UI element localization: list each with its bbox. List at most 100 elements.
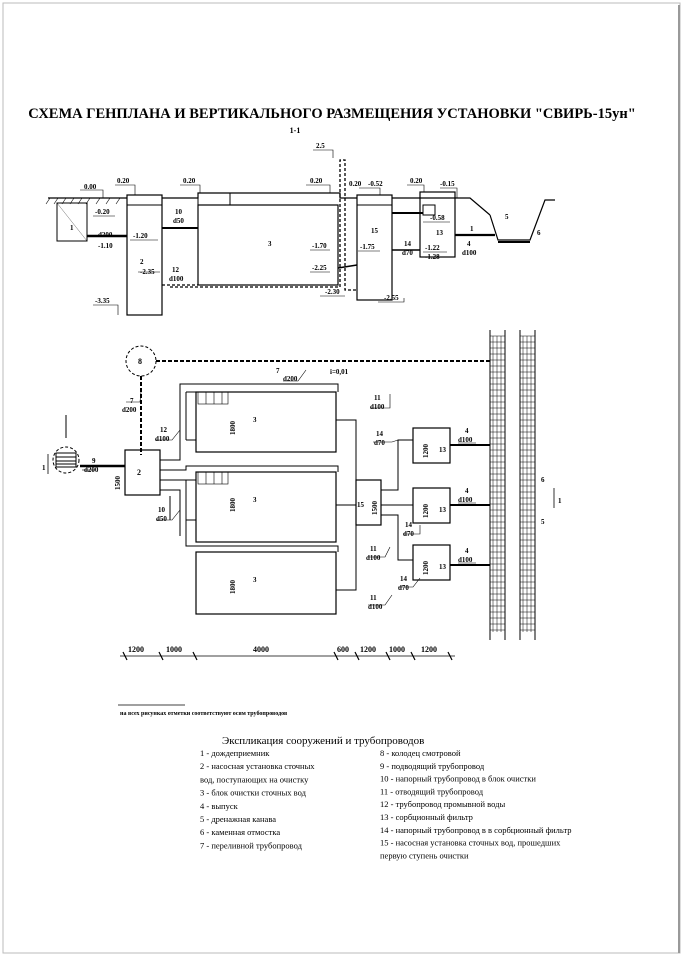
elev-label: -0.58 [430,214,445,222]
section-label: 1-1 [290,126,301,135]
size-label: 1200 [422,561,430,576]
elev-label: 0.20 [310,177,323,185]
pipe-size-label: d50 [156,515,167,523]
item-number: 5 [505,213,509,221]
elev-label: -2.55 [384,294,399,302]
legend-item: 11 - отводящий трубопровод [380,786,484,796]
pipe-size-label: d100 [458,496,473,504]
item-number: 4 [465,487,469,495]
elev-label: -2.35 [140,268,155,276]
item-number: 14 [404,240,412,248]
legend-item: 10 - напорный трубопровод в блок очистки [380,774,536,784]
item-number: 4 [465,427,469,435]
item-number: 4 [465,547,469,555]
item-number: 15 [357,501,365,509]
legend-item: вод, поступающих на очистку [200,774,309,784]
dimension-label: 4000 [253,645,269,654]
legend-item: 15 - насосная установка сточных вод, про… [380,838,561,848]
elev-label: -1.70 [312,242,327,250]
elev-label: 0.20 [349,180,362,188]
elev-label: 2.5 [316,142,325,150]
item-number: 13 [439,446,447,454]
pipe-size-label: d70 [403,530,414,538]
footnote: на всех рисунках отметки соответствуют о… [120,710,288,717]
size-label: 1500 [371,501,379,516]
item-number: 15 [371,227,379,235]
dimension-label: 1000 [389,645,405,654]
dimension-label: 1200 [128,645,144,654]
legend-item: 2 - насосная установка сточных [200,761,315,771]
elev-label: -0.52 [368,180,383,188]
item-number: 5 [541,518,545,526]
item-number: 13 [439,506,447,514]
size-label: 1800 [229,421,237,436]
legend-item: 4 - выпуск [200,801,239,811]
pipe-size-label: d200 [98,231,113,239]
dimension-values: 1200 1000 4000 600 1200 1000 1200 [128,645,437,654]
plan-view [47,330,555,640]
legend-item: 9 - подводящий трубопровод [380,761,485,771]
pipe-size-label: d70 [398,584,409,592]
item-number: 3 [253,416,257,424]
section-mark: 1 [42,464,46,472]
elev-label: 0.20 [117,177,130,185]
item-number: 9 [92,457,96,465]
dimension-label: 1200 [360,645,376,654]
item-number: 12 [160,426,168,434]
item-number: 6 [537,229,541,237]
stone-pavement-hatch [490,335,535,632]
item-number: 2 [140,258,144,266]
section-elevations: 0.00 0.20 0.20 0.20 2.5 0.20 -0.52 0.20 … [70,142,541,305]
item-number: 14 [405,521,413,529]
item-number: 14 [400,575,408,583]
elev-label: 0.20 [410,177,423,185]
pipe-size-label: d100 [370,403,385,411]
elev-label: -1.75 [360,243,375,251]
item-number: 1 [470,225,474,233]
pipe-size-label: d100 [458,436,473,444]
pipe-size-label: d70 [374,439,385,447]
item-number: 13 [436,229,444,237]
elev-label: -1.20 [133,232,148,240]
item-number: 14 [376,430,384,438]
legend-item: 13 - сорбционный фильтр [380,812,473,822]
pipe-size-label: d50 [173,217,184,225]
pipe-size-label: d70 [402,249,413,257]
item-number: 7 [276,367,280,375]
drawing-title: СХЕМА ГЕНПЛАНА И ВЕРТИКАЛЬНОГО РАЗМЕЩЕНИ… [28,106,636,122]
elev-label: 0.00 [84,183,97,191]
pipe-size-label: d100 [458,556,473,564]
legend-item: 6 - каменная отмостка [200,827,280,837]
pipe-size-label: d100 [462,249,477,257]
size-label: 1200 [422,444,430,459]
item-number: 8 [138,357,142,366]
item-number: 11 [374,394,381,402]
item-number: 3 [253,576,257,584]
section-mark: 1 [558,497,562,505]
legend-item: 3 - блок очистки сточных вод [200,788,307,798]
item-number: 4 [467,240,471,248]
item-number: 11 [370,545,377,553]
pipe-size-label: d200 [122,406,137,414]
pipe-size-label: d100 [169,275,184,283]
elev-label: -0.20 [95,208,110,216]
slope-label: i=0,01 [330,368,349,376]
pipe-size-label: d200 [84,466,99,474]
size-label: 1200 [422,504,430,519]
elev-label: -1.10 [98,242,113,250]
elev-label: -3.35 [95,297,110,305]
plan-labels: 8 7 d200 i=0,01 7 d200 12 d100 9 d200 1 … [42,357,562,611]
dimension-label: 600 [337,645,349,654]
legend-item: 5 - дренажная канава [200,814,276,824]
item-number: 3 [253,496,257,504]
elev-label: -1.28 [425,253,440,261]
pipe-size-label: d100 [155,435,170,443]
item-number: 3 [268,240,272,248]
dimension-line [120,651,455,661]
dimension-label: 1000 [166,645,182,654]
item-number: 10 [158,506,166,514]
legend-item: 12 - трубопровод промывной воды [380,799,505,809]
